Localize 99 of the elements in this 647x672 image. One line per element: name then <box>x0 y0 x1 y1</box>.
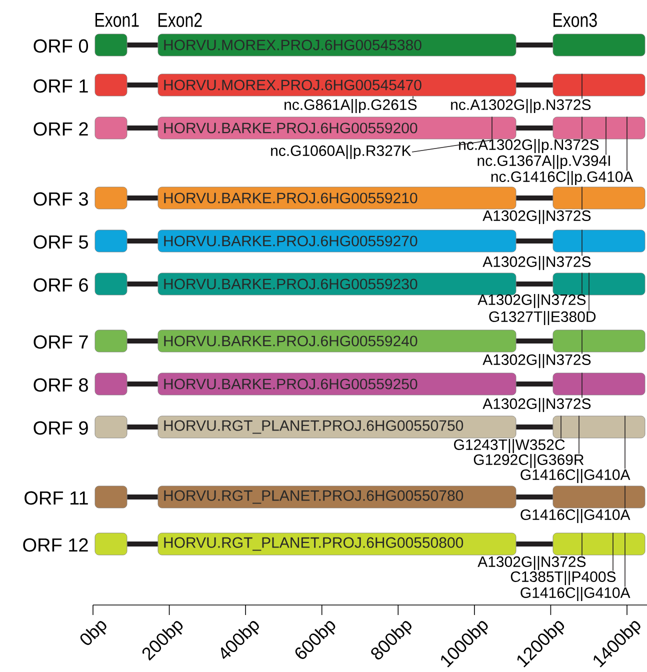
exon-box <box>552 34 646 56</box>
intron-line <box>127 238 158 244</box>
exon-box <box>552 330 646 352</box>
exon-box: HORVU.RGT_PLANET.PROJ.6HG00550750 <box>158 416 516 438</box>
mutation-label: G1327T||E380D <box>489 310 596 326</box>
intron-line <box>127 424 158 430</box>
exon-heading: Exon2 <box>158 12 202 28</box>
exon-box: HORVU.BARKE.PROJ.6HG00559240 <box>158 330 516 352</box>
exon-box <box>552 486 646 508</box>
leader-line <box>626 116 628 172</box>
exon-box <box>552 372 646 396</box>
orf-label: ORF 12 <box>23 538 88 552</box>
intron-line <box>127 82 158 88</box>
exon-box: HORVU.BARKE.PROJ.6HG00559210 <box>158 186 516 210</box>
exon-box: HORVU.MOREX.PROJ.6HG00545380 <box>158 34 516 56</box>
mutation-label: C1385T||P400S <box>510 570 616 586</box>
leader-line <box>612 532 614 572</box>
orf-label: ORF 9 <box>34 421 88 435</box>
tick-label: 0bp <box>80 621 106 645</box>
orf-label: ORF 6 <box>34 278 88 292</box>
mutation-label: G1292C||G369R <box>474 454 584 468</box>
intron-line <box>516 282 553 286</box>
mutation-label: A1302G||N372S <box>482 256 591 270</box>
exon-box <box>552 532 646 556</box>
intron-line <box>127 196 158 200</box>
leader-line <box>588 272 590 312</box>
exon-box: HORVU.RGT_PLANET.PROJ.6HG00550780 <box>158 486 516 508</box>
exon-box: HORVU.BARKE.PROJ.6HG00559230 <box>158 272 516 296</box>
exon-box <box>552 74 646 96</box>
exon-box <box>94 272 128 296</box>
exon-box: HORVU.BARKE.PROJ.6HG00559270 <box>158 230 516 252</box>
exon-box <box>94 330 128 352</box>
mutation-label: nc.A1302G||p.N372S <box>459 138 599 154</box>
leader-line <box>412 96 414 100</box>
exon-box <box>94 116 128 140</box>
intron-line <box>516 126 553 130</box>
intron-line <box>516 338 553 344</box>
orf-label: ORF 0 <box>34 39 88 53</box>
mutation-label: A1302G||N372S <box>482 398 591 412</box>
orf-label: ORF 8 <box>34 378 88 392</box>
intron-line <box>127 126 158 130</box>
intron-line <box>516 82 553 88</box>
intron-line <box>127 338 158 344</box>
intron-line <box>516 42 553 48</box>
mutation-label: nc.G1416C||p.G410A <box>491 170 634 186</box>
exon-box <box>552 272 646 296</box>
intron-line <box>127 282 158 286</box>
mutation-label: G1243T||W352C <box>454 438 565 454</box>
intron-line <box>516 238 553 244</box>
exon-box <box>552 416 646 438</box>
leader-line <box>624 485 626 510</box>
exon-box: HORVU.MOREX.PROJ.6HG00545470 <box>158 74 516 96</box>
mutation-label: G1416C||G410A <box>520 586 630 602</box>
mutation-label: A1302G||N372S <box>478 294 586 308</box>
mutation-label: nc.G861A||p.G261S <box>284 98 417 114</box>
exon-box: HORVU.RGT_PLANET.PROJ.6HG00550800 <box>158 532 516 556</box>
exon-box <box>94 186 128 210</box>
exon-box <box>94 230 128 252</box>
intron-line <box>516 424 553 430</box>
intron-line <box>516 382 553 386</box>
exon-heading: Exon1 <box>96 13 139 27</box>
orf-label: ORF 1 <box>34 79 88 93</box>
exon-box <box>94 74 128 96</box>
intron-line <box>516 542 553 546</box>
mutation-label: nc.A1302G||p.N372S <box>451 98 591 114</box>
orf-label: ORF 11 <box>24 491 88 505</box>
exon-box: HORVU.BARKE.PROJ.6HG00559200 <box>158 116 516 140</box>
leader-line <box>624 415 626 470</box>
mutation-label: A1302G||N372S <box>478 556 586 570</box>
orf-label: ORF 2 <box>34 122 88 136</box>
mutation-label: A1302G||N372S <box>482 354 591 368</box>
exon-box <box>94 486 128 508</box>
intron-line <box>516 494 553 500</box>
exon-box: HORVU.BARKE.PROJ.6HG00559250 <box>158 372 516 396</box>
intron-line <box>127 382 158 386</box>
exon-box <box>94 416 128 438</box>
intron-line <box>516 196 553 200</box>
exon-box <box>94 34 128 56</box>
exon-box <box>552 116 646 140</box>
orf-label: ORF 3 <box>34 192 88 206</box>
mutation-label: A1302G||N372S <box>482 210 591 224</box>
exon-heading: Exon3 <box>554 12 597 28</box>
leader-line <box>578 415 580 454</box>
exon-box <box>94 372 128 396</box>
orf-label: ORF 7 <box>34 335 88 349</box>
exon-box <box>94 532 128 556</box>
leader-line <box>624 532 626 588</box>
mutation-label: G1416C||G410A <box>520 468 630 484</box>
orf-label: ORF 5 <box>34 235 88 249</box>
intron-line <box>127 42 158 48</box>
exon-box <box>552 186 646 210</box>
mutation-label: nc.G1060A||p.R327K <box>271 144 412 160</box>
mutation-label: G1416C||G410A <box>520 508 630 524</box>
mutation-label: nc.G1367A||p.V394I <box>478 154 610 170</box>
exon-box <box>552 230 646 252</box>
leader-line <box>560 415 562 440</box>
leader-line <box>412 116 492 152</box>
intron-line <box>127 542 158 546</box>
intron-line <box>127 494 158 500</box>
